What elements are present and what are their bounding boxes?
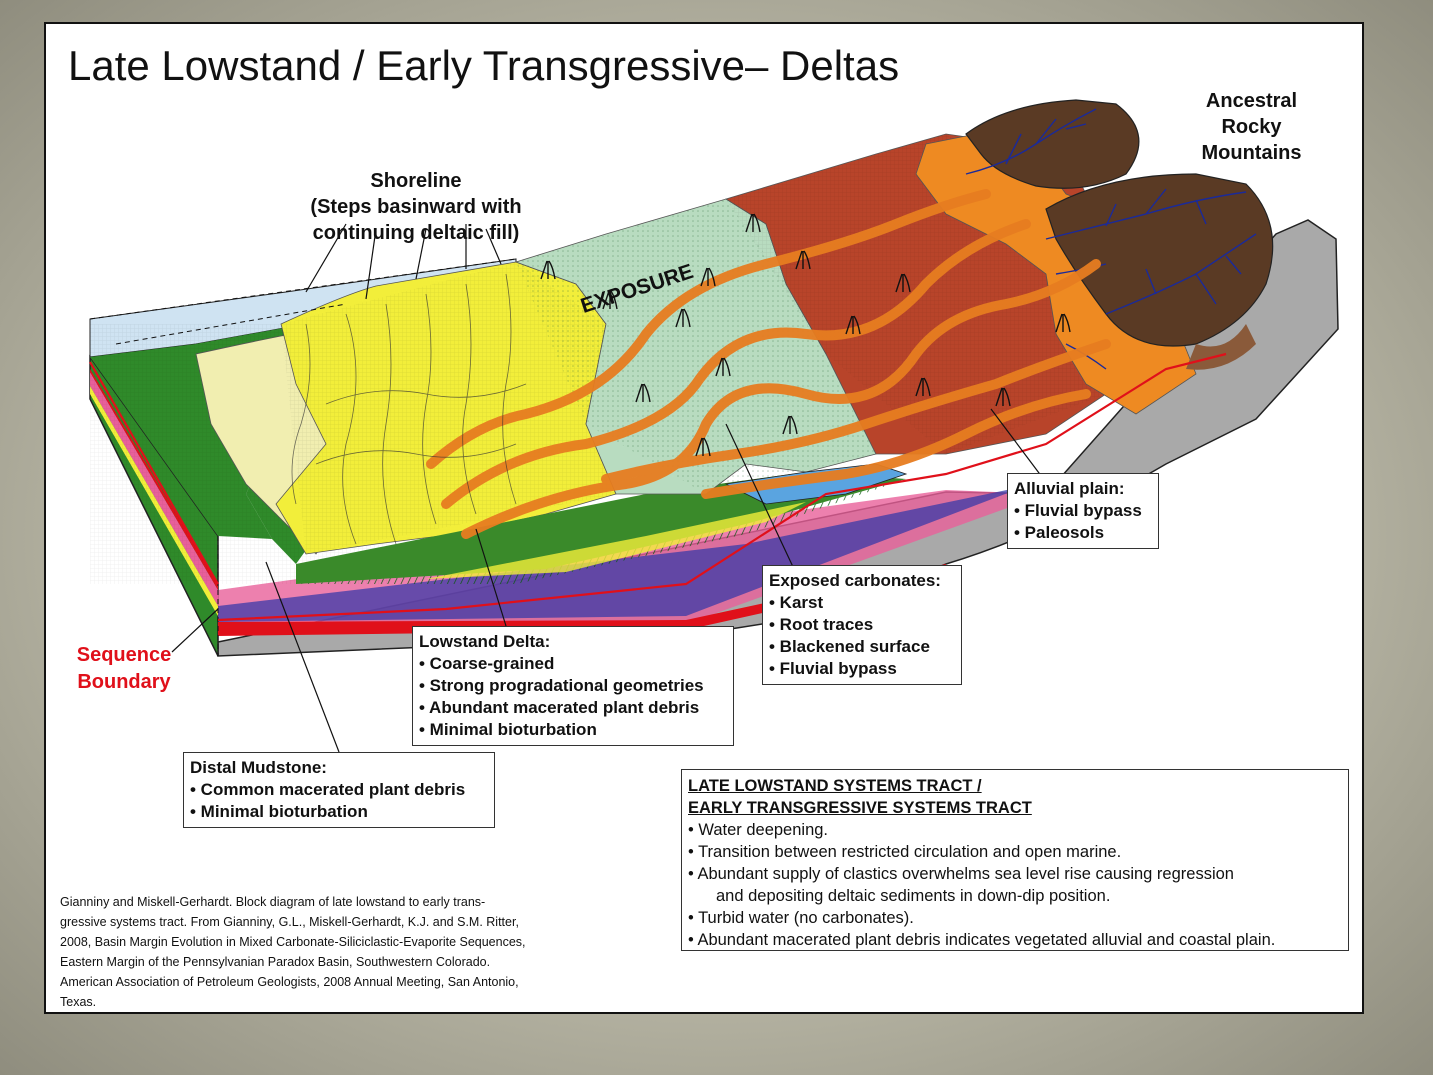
- drainage-network: [965, 108, 1257, 370]
- fluvial-channels: [426, 189, 1111, 539]
- slide: Late Lowstand / Early Transgressive– Del…: [44, 22, 1364, 1014]
- slide-title: Late Lowstand / Early Transgressive– Del…: [68, 42, 900, 89]
- alluvial-callout: Alluvial plain: • Fluvial bypass • Paleo…: [1007, 473, 1159, 549]
- mountains-label: Ancestral Rocky Mountains: [1201, 90, 1302, 164]
- block-diagram: [89, 99, 1339, 753]
- systems-tract-box: LATE LOWSTAND SYSTEMS TRACT / EARLY TRAN…: [681, 769, 1349, 951]
- sequence-boundary-line: [89, 352, 1227, 622]
- clinoforms: [296, 472, 906, 584]
- vegetation-marks: [540, 213, 1071, 457]
- carbonates-callout: Exposed carbonates: • Karst • Root trace…: [762, 565, 962, 685]
- sequence-boundary-label: Sequence Boundary: [76, 644, 172, 693]
- citation: Gianniny and Miskell-Gerhardt. Block dia…: [60, 895, 526, 1009]
- mountain-north: [965, 99, 1140, 189]
- distal-callout: Distal Mudstone: • Common macerated plan…: [183, 752, 495, 828]
- shoreline-label: Shoreline (Steps basinward with continui…: [310, 170, 522, 244]
- lowstand-callout: Lowstand Delta: • Coarse-grained • Stron…: [412, 626, 734, 746]
- leader-lines: [171, 223, 1043, 753]
